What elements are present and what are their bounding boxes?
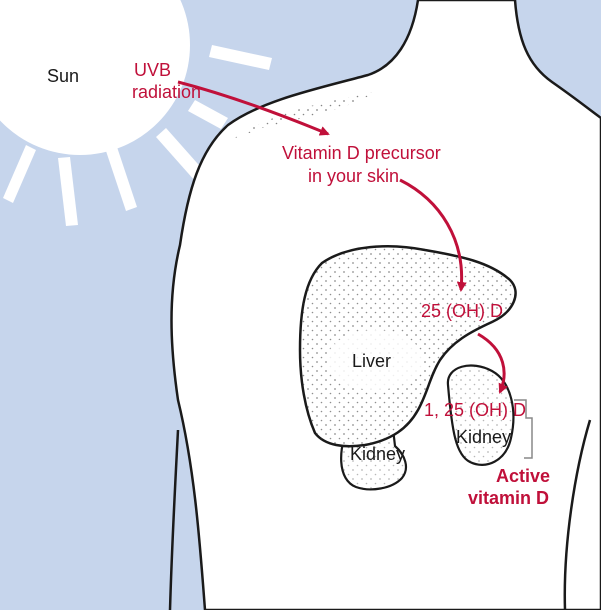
uvb-label-line1: UVB <box>134 60 171 80</box>
right-kidney-label: Kidney <box>456 427 511 447</box>
precursor-label-line2: in your skin <box>308 166 399 186</box>
active-vitamin-d-label-line2: vitamin D <box>468 488 549 508</box>
uvb-label-line2: radiation <box>132 82 201 102</box>
left-kidney-label: Kidney <box>350 444 405 464</box>
sun-label: Sun <box>47 66 79 86</box>
dihydroxy-vitamin-d-label: 1, 25 (OH) D <box>424 400 526 420</box>
precursor-label-line1: Vitamin D precursor <box>282 143 441 163</box>
hydroxy-vitamin-d-label: 25 (OH) D <box>421 301 503 321</box>
active-vitamin-d-label-line1: Active <box>496 466 550 486</box>
liver-label: Liver <box>352 351 391 371</box>
